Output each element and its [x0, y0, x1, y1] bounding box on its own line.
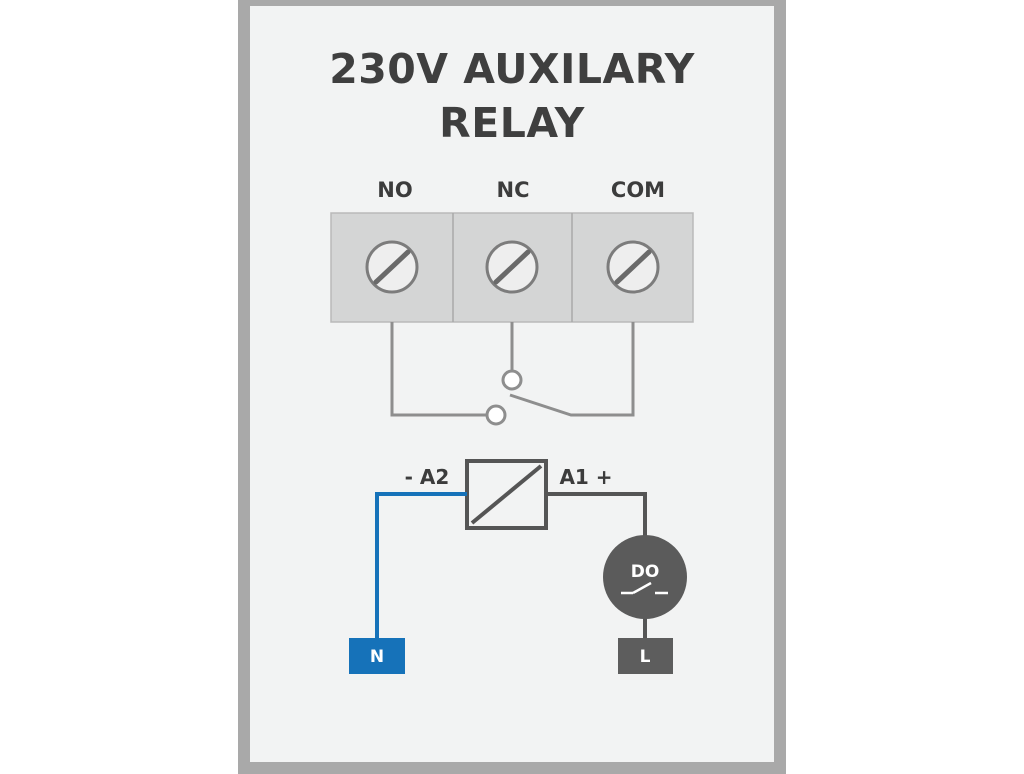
diagram-title: 230V AUXILARY RELAY — [0, 42, 1024, 150]
screw-icon — [365, 240, 419, 294]
line-terminal-label: L — [640, 647, 651, 667]
terminal-label-com: COM — [611, 178, 665, 202]
switch-contact-icon — [621, 581, 668, 595]
neutral-terminal-label: N — [370, 647, 384, 667]
title-line-1: 230V AUXILARY — [329, 45, 695, 93]
no-wire — [390, 322, 487, 417]
com-switch-blade — [509, 322, 635, 417]
no-contact-point — [485, 404, 507, 426]
coil-to-do-wire — [546, 492, 647, 545]
terminal-label-nc: NC — [497, 178, 530, 202]
coil-minus-label: - A2 — [405, 465, 450, 489]
digital-output-label: DO — [631, 562, 660, 582]
digital-output-circle — [603, 535, 687, 619]
neutral-terminal-box — [349, 638, 405, 674]
relay-coil — [465, 459, 548, 530]
terminal-block — [330, 212, 694, 323]
line-terminal-box — [618, 638, 673, 674]
screw-icon — [606, 240, 660, 294]
digital-output: DO — [603, 535, 687, 619]
contact-wiring — [390, 322, 635, 426]
neutral-wire — [375, 492, 467, 638]
coil-diagonal — [470, 464, 543, 525]
coil-plus-label: A1 + — [559, 465, 612, 489]
title-line-2: RELAY — [439, 99, 585, 147]
nc-contact-point — [501, 369, 523, 391]
terminal-label-no: NO — [377, 178, 412, 202]
screw-icon — [485, 240, 539, 294]
